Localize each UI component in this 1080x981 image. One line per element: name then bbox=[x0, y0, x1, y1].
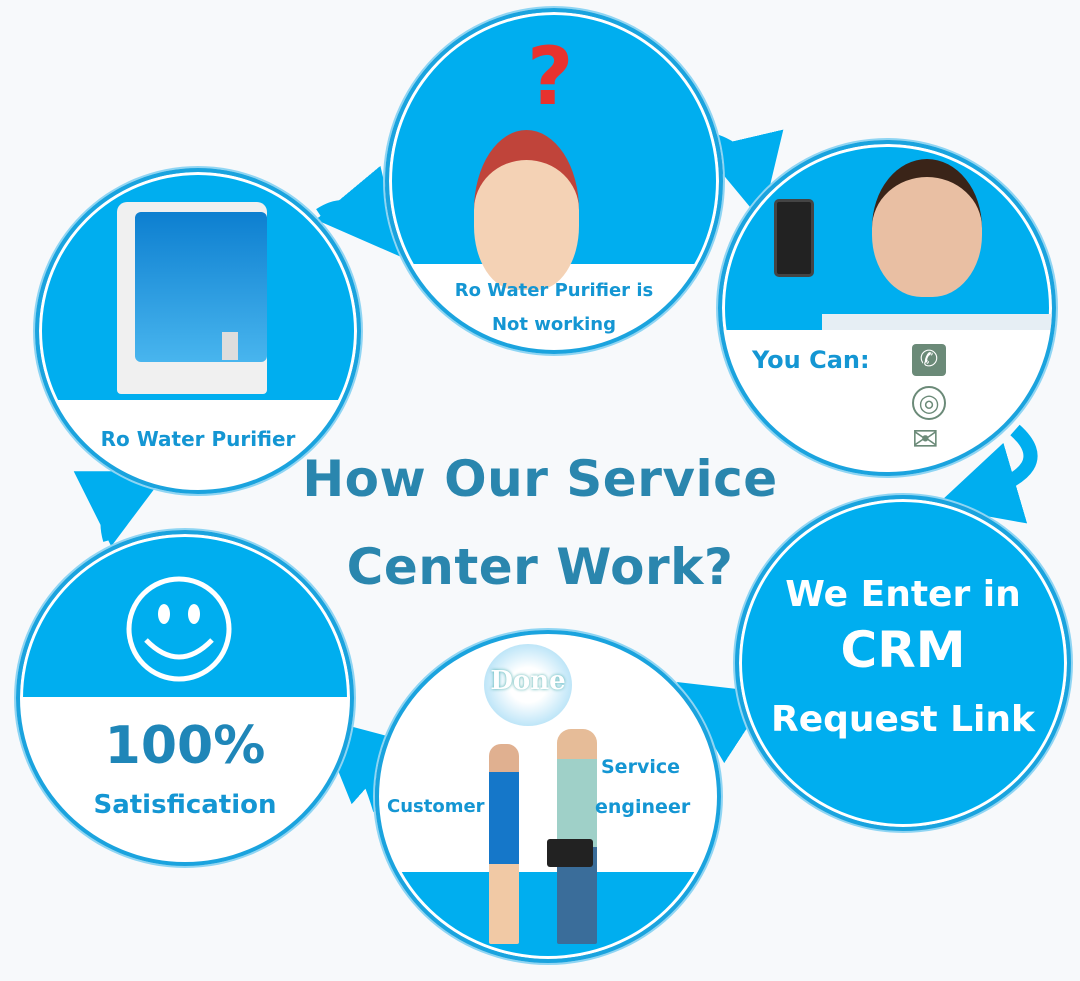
smiley-icon bbox=[126, 576, 232, 682]
step-crm-text: CRM bbox=[840, 621, 966, 679]
arrow-6-1 bbox=[73, 471, 168, 547]
step-line1: We Enter in bbox=[785, 574, 1021, 615]
purifier-image bbox=[117, 202, 267, 394]
step-satisfaction: 100% Satisfication bbox=[16, 530, 354, 866]
mail-icon[interactable]: ✉ bbox=[912, 420, 939, 458]
desk bbox=[822, 314, 1052, 330]
engineer-label-2: engineer bbox=[595, 796, 691, 818]
percent-value: 100% bbox=[104, 716, 266, 776]
done-text: Done bbox=[490, 666, 566, 696]
phone-in-hand-image bbox=[774, 199, 814, 277]
step-done: Done Customer Service engineer bbox=[375, 630, 721, 963]
step-line3: Request Link bbox=[771, 699, 1035, 740]
step-crm: We Enter in CRM Request Link bbox=[735, 495, 1071, 831]
step-purifier: Ro Water Purifier bbox=[35, 168, 361, 494]
support-agent-image bbox=[872, 159, 982, 297]
step-line1: Ro Water Purifier is bbox=[454, 280, 654, 301]
step-not-working: ? Ro Water Purifier is Not working bbox=[385, 8, 723, 354]
step-label: Ro Water Purifier bbox=[100, 427, 296, 451]
title-line1: How Our Service bbox=[302, 450, 778, 508]
globe-icon[interactable]: ◎ bbox=[912, 386, 946, 420]
done-bubble bbox=[484, 644, 572, 726]
satisfaction-label: Satisfication bbox=[93, 790, 277, 820]
customer-figure bbox=[489, 744, 519, 944]
question-mark-icon: ? bbox=[527, 30, 574, 123]
step-contact: You Can: ✆ ◎ ✉ bbox=[718, 140, 1056, 476]
engineer-figure bbox=[557, 729, 597, 944]
engineer-label-1: Service bbox=[601, 756, 680, 778]
arrow-1-2 bbox=[315, 165, 402, 258]
customer-label: Customer bbox=[387, 796, 485, 817]
step-line2: Not working bbox=[491, 314, 616, 335]
arrow-3-4 bbox=[934, 424, 1038, 524]
you-can-label: You Can: bbox=[752, 346, 870, 374]
phone-icon[interactable]: ✆ bbox=[912, 344, 946, 376]
title-line2: Center Work? bbox=[346, 538, 734, 596]
briefcase-icon bbox=[547, 839, 593, 867]
confused-person-image bbox=[474, 130, 579, 290]
